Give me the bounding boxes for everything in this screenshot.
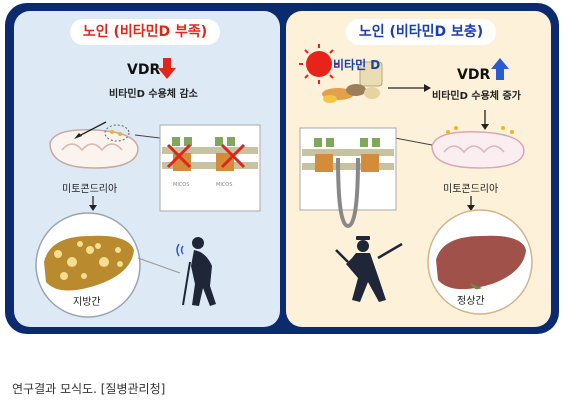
svg-text:MICOS: MICOS [216,182,232,188]
sun-icon [299,44,339,84]
left-vdr-label: VDR [127,62,161,78]
vitamin-d-label: 비타민 D [333,58,381,72]
right-mito-label: 미토콘드리아 [443,184,499,195]
left-mito-label: 미토콘드리아 [62,184,118,195]
mitochondria-icon [49,124,139,169]
liver-icon [35,212,141,318]
membrane-icon [299,127,397,229]
right-title: 노인 (비타민D 보충) [346,19,496,45]
down-arrow-icon [158,58,176,79]
caption: 연구결과 모식도. [질병관리청] [12,382,166,396]
cross-mark-icon [166,143,246,169]
svg-text:MICOS: MICOS [173,182,189,188]
left-title: 노인 (비타민D 부족) [70,19,220,45]
right-liver-label: 정상간 [457,296,485,307]
up-arrow-icon [491,58,509,80]
left-receptor-text: 비타민D 수용체 감소 [109,89,198,100]
left-liver-label: 지방간 [73,297,101,308]
right-receptor-text: 비타민D 수용체 증가 [432,91,521,102]
elderly-person-icon [335,236,403,302]
elderly-person-icon [182,237,216,306]
food-icon [322,61,383,103]
membrane-icon: MICOS MICOS [159,124,261,212]
mitochondria-icon [431,126,525,169]
liver-icon [427,209,533,315]
right-vdr-label: VDR [457,67,491,83]
